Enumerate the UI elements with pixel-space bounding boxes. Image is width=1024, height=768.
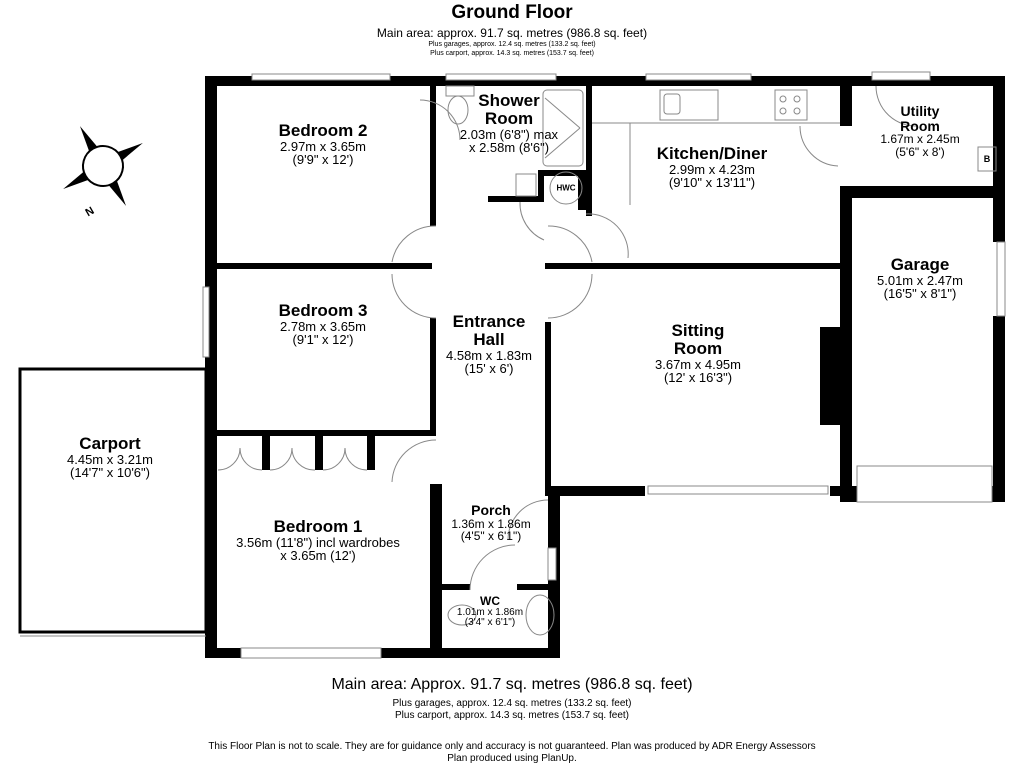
room-imperial: (15' x 6') xyxy=(464,361,514,377)
room-name-line2: Room xyxy=(900,117,940,134)
room-name: Garage xyxy=(890,255,950,274)
room-bedroom-3: Bedroom 3 2.78m x 3.65m (9'1" x 12') xyxy=(279,302,368,347)
header-carport-area: Plus carport, approx. 14.3 sq. metres (1… xyxy=(430,50,594,57)
room-shower-room: Shower Room 2.03m (6'8") max x 2.58m (8'… xyxy=(460,92,558,155)
room-metric: 4.45m x 3.21m xyxy=(67,451,153,467)
room-metric: 2.99m x 4.23m xyxy=(669,161,755,177)
floor-title: Ground Floor xyxy=(451,2,573,23)
footer-main-area: Main area: Approx. 91.7 sq. metres (986.… xyxy=(331,676,693,693)
room-imperial: (5'6" x 8') xyxy=(895,144,945,159)
room-name: Bedroom 1 xyxy=(273,517,363,536)
room-sitting-room: Sitting Room 3.67m x 4.95m (12' x 16'3") xyxy=(655,322,741,385)
room-name-line1: Shower xyxy=(478,91,540,110)
room-metric: 1.36m x 1.86m xyxy=(451,516,531,531)
room-metric: 2.78m x 3.65m xyxy=(279,318,366,334)
room-kitchen-diner: Kitchen/Diner 2.99m x 4.23m (9'10" x 13'… xyxy=(657,145,768,190)
header-main-area: Main area: approx. 91.7 sq. metres (986.… xyxy=(376,26,648,40)
room-name: Bedroom 3 xyxy=(278,301,368,320)
walls xyxy=(205,76,1005,658)
room-imperial: x 2.58m (8'6") xyxy=(468,140,550,156)
room-name-line2: Room xyxy=(673,338,723,358)
room-metric: 2.97m x 3.65m xyxy=(279,138,366,154)
disclaimer: This Floor Plan is not to scale. They ar… xyxy=(208,741,816,752)
compass-rose xyxy=(63,126,143,206)
room-name-line2: Hall xyxy=(473,329,505,349)
footer-carport-area: Plus carport, approx. 14.3 sq. metres (1… xyxy=(394,710,629,721)
room-metric: 1.67m x 2.45m xyxy=(880,132,960,147)
room-imperial: (9'1" x 12') xyxy=(292,332,354,348)
room-metric: 3.56m (11'8") incl wardrobes xyxy=(236,534,400,550)
room-imperial: (16'5" x 8'1") xyxy=(883,286,957,302)
room-name: Porch xyxy=(471,502,511,518)
room-imperial: x 3.65m (12') xyxy=(280,548,356,564)
room-metric: 3.67m x 4.95m xyxy=(655,356,741,372)
room-imperial: (9'10" x 13'11") xyxy=(668,175,756,191)
header-garages-area: Plus garages, approx. 12.4 sq. metres (1… xyxy=(428,41,596,48)
room-imperial: (14'7" x 10'6") xyxy=(70,465,150,481)
room-bedroom-2: Bedroom 2 2.97m x 3.65m (9'9" x 12') xyxy=(279,122,368,167)
room-name: WC xyxy=(480,594,500,608)
room-wc: WC 1.01m x 1.86m (3'4" x 6'1") xyxy=(457,595,523,629)
room-carport: Carport 4.45m x 3.21m (14'7" x 10'6") xyxy=(67,435,153,480)
hot-water-cylinder-label: HWC xyxy=(556,183,576,193)
room-name-line1: Entrance xyxy=(452,312,526,331)
room-garage: Garage 5.01m x 2.47m (16'5" x 8'1") xyxy=(877,256,963,301)
footer-garages-area: Plus garages, approx. 12.4 sq. metres (1… xyxy=(392,698,632,709)
room-metric: 4.58m x 1.83m xyxy=(446,347,532,363)
room-name-line1: Utility xyxy=(900,103,940,119)
room-name: Bedroom 2 xyxy=(278,121,368,140)
fixtures-and-openings xyxy=(202,71,1006,659)
room-name: Carport xyxy=(79,434,141,453)
room-imperial: (4'5" x 6'1") xyxy=(460,529,522,544)
room-metric: 1.01m x 1.86m xyxy=(456,606,524,618)
boiler-label: B xyxy=(983,154,991,164)
room-porch: Porch 1.36m x 1.86m (4'5" x 6'1") xyxy=(451,503,530,543)
room-metric: 5.01m x 2.47m xyxy=(877,272,963,288)
room-entrance-hall: Entrance Hall 4.58m x 1.83m (15' x 6') xyxy=(446,313,532,376)
room-imperial: (9'9" x 12') xyxy=(292,152,354,168)
room-imperial: (12' x 16'3") xyxy=(663,370,733,386)
room-metric: 2.03m (6'8") max xyxy=(459,126,559,142)
room-name-line1: Sitting xyxy=(671,321,725,340)
room-utility-room: Utility Room 1.67m x 2.45m (5'6" x 8') xyxy=(880,104,959,159)
room-bedroom-1: Bedroom 1 3.56m (11'8") incl wardrobes x… xyxy=(236,518,400,563)
carport-outline xyxy=(18,367,208,634)
room-name: Kitchen/Diner xyxy=(656,144,768,163)
produced-with: Plan produced using PlanUp. xyxy=(447,753,577,764)
room-imperial: (3'4" x 6'1") xyxy=(464,617,516,629)
room-name-line2: Room xyxy=(484,108,534,128)
